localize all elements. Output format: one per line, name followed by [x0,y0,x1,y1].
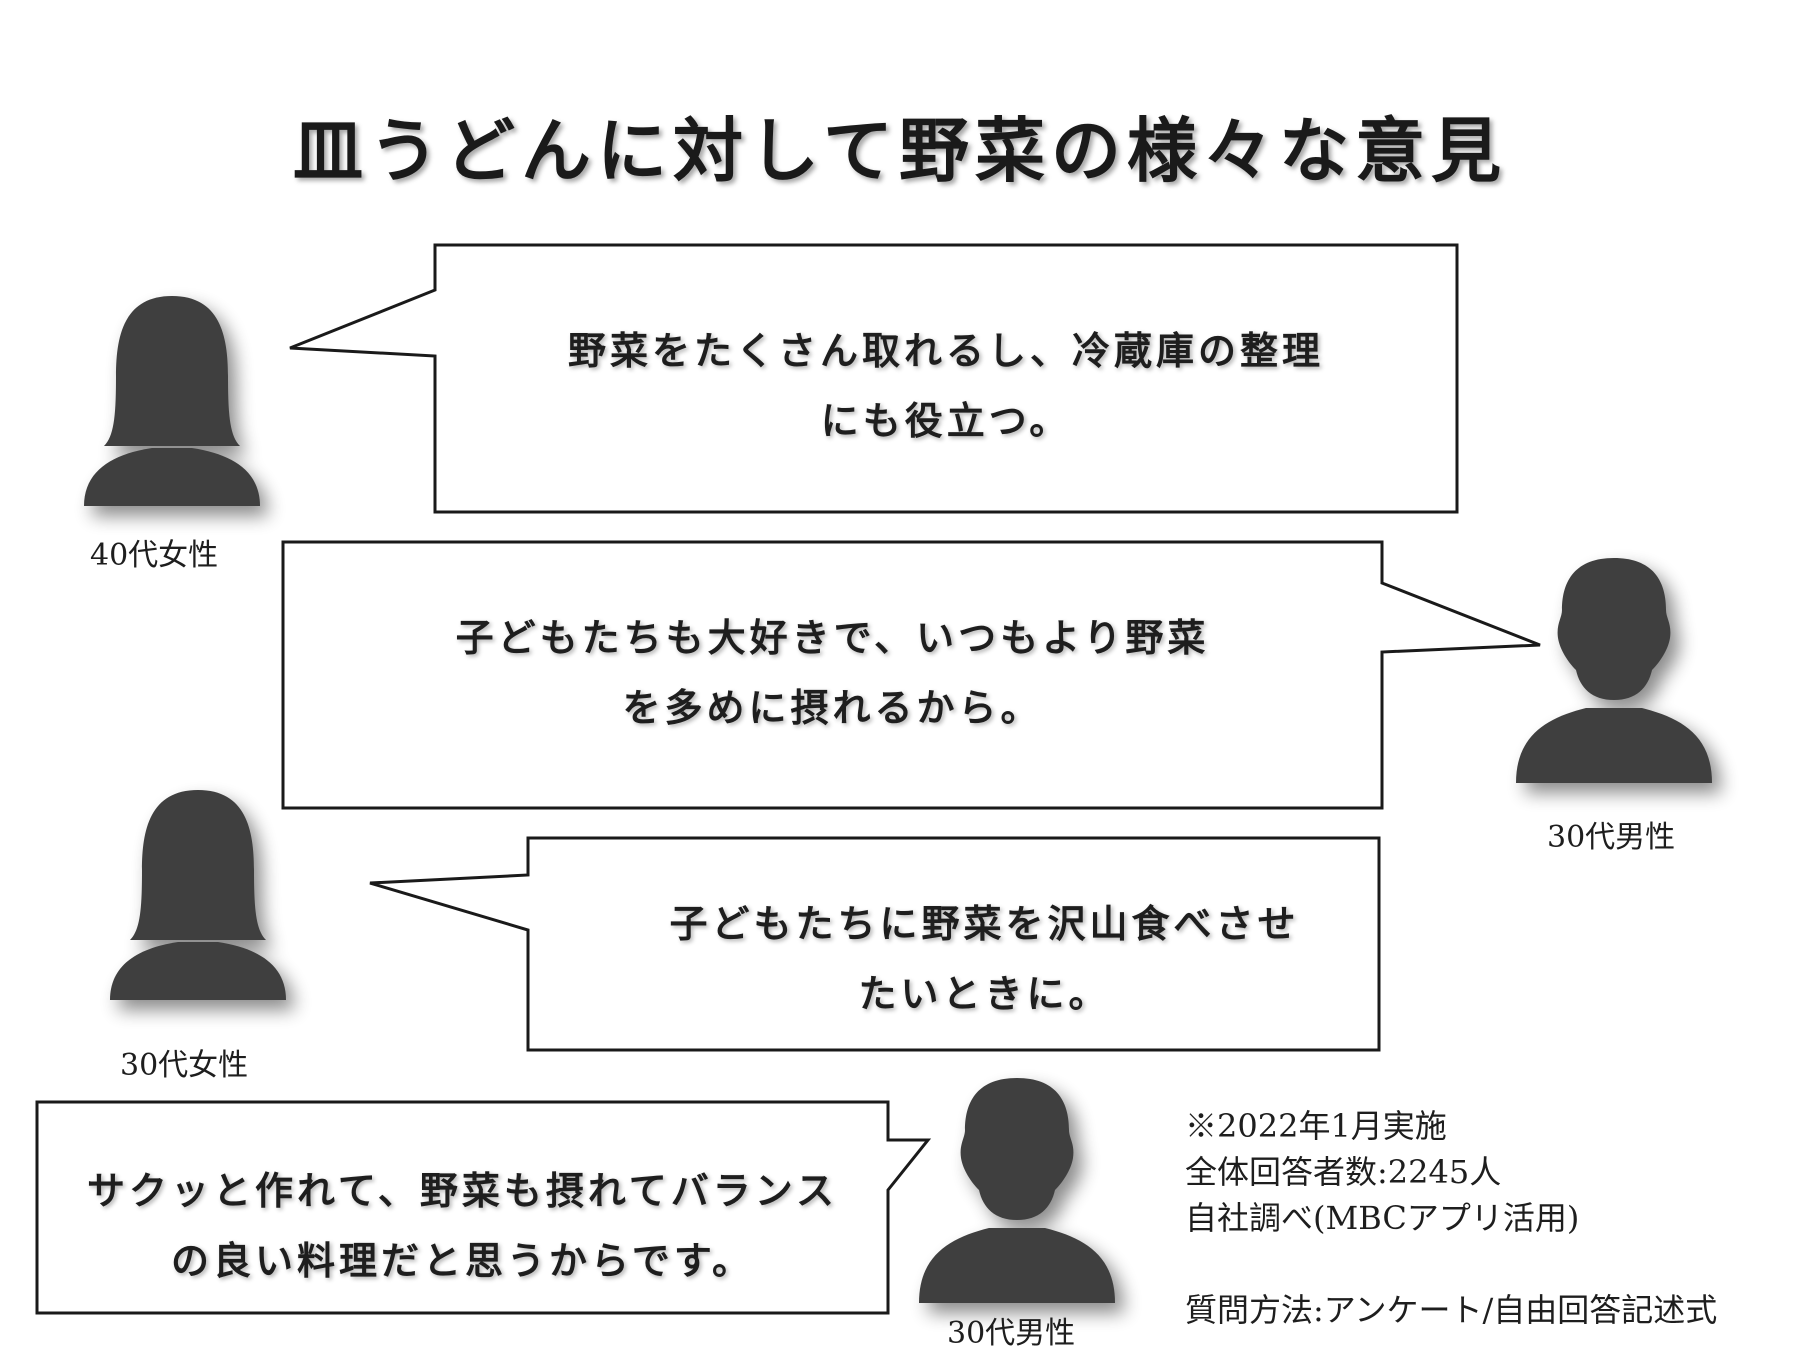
opinion-text-4: サクッと作れて、野菜も摂れてバランス の良い料理だと思うからです。 [37,1156,888,1296]
opinion-line: 野菜をたくさん取れるし、冷蔵庫の整理 [567,329,1324,373]
opinion-line: の良い料理だと思うからです。 [170,1239,755,1283]
opinion-line: 子どもたちに野菜を沢山食べさせ [669,902,1300,946]
opinion-line: を多めに摂れるから。 [622,686,1043,730]
respondent-label-3: 30代女性 [120,1048,249,1083]
page-title: 皿うどんに対して野菜の様々な意見 [293,110,1507,192]
male-silhouette-icon [919,1078,1124,1313]
speech-bubble-1 [289,243,1459,514]
survey-source: 自社調べ(MBCアプリ活用) [1185,1199,1580,1237]
speech-bubble-2 [281,540,1541,810]
respondent-label-1: 40代女性 [90,538,219,573]
opinion-line: たいときに。 [858,972,1111,1016]
survey-note: ※2022年1月実施 全体回答者数:2245人 自社調べ(MBCアプリ活用) 質… [1185,1103,1717,1333]
opinion-text-1: 野菜をたくさん取れるし、冷蔵庫の整理 にも役立つ。 [435,316,1457,456]
respondent-label-4: 30代男性 [947,1316,1076,1351]
opinion-line: 子どもたちも大好きで、いつもより野菜 [455,616,1210,660]
female-silhouette-icon [110,790,294,1010]
opinion-text-3: 子どもたちに野菜を沢山食べさせ たいときに。 [590,889,1379,1029]
survey-date: ※2022年1月実施 [1185,1107,1447,1145]
opinion-line: サクッと作れて、野菜も摂れてバランス [86,1169,839,1213]
male-silhouette-icon [1516,558,1721,793]
opinion-text-2: 子どもたちも大好きで、いつもより野菜 を多めに摂れるから。 [283,603,1382,743]
speech-bubble-3 [369,836,1381,1052]
survey-respondents: 全体回答者数:2245人 [1185,1153,1502,1191]
female-silhouette-icon [84,296,268,516]
speech-bubble-4 [35,1100,932,1315]
survey-method: 質問方法:アンケート/自由回答記述式 [1185,1291,1718,1329]
respondent-label-2: 30代男性 [1547,820,1676,855]
opinion-line: にも役立つ。 [820,399,1072,443]
